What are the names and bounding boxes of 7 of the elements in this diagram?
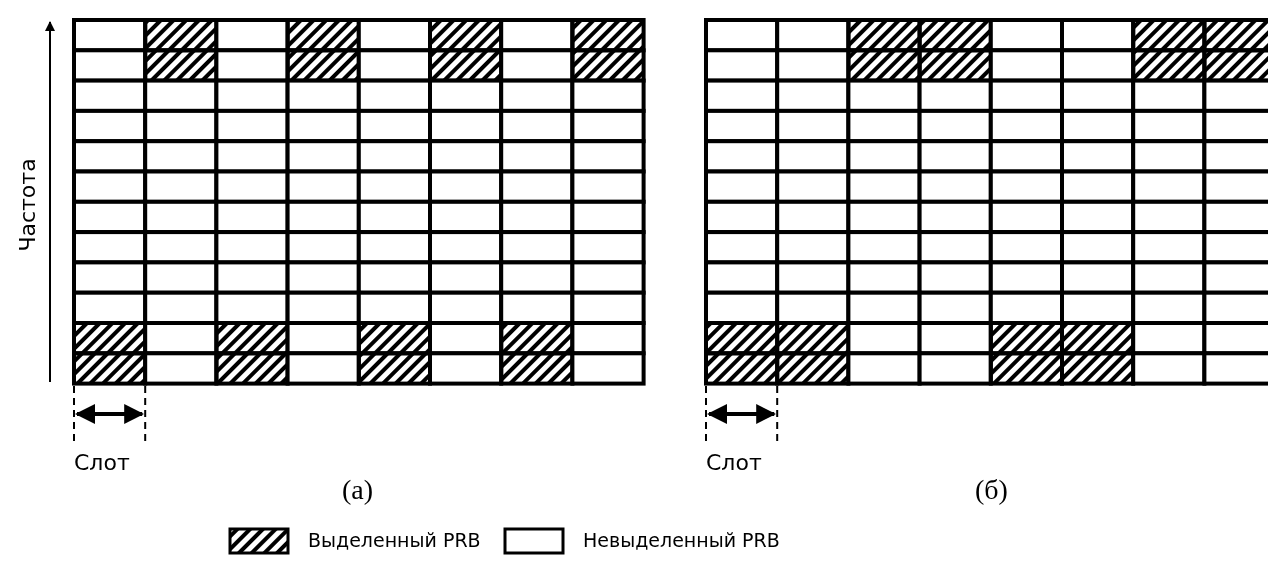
panel-label: (б) (975, 476, 1008, 504)
legend-text: Выделенный PRB (308, 531, 481, 550)
dimension-label: Слот (706, 452, 762, 474)
axis-label: Частота (17, 158, 39, 252)
legend-text: Невыделенный PRB (583, 531, 780, 550)
dimension-label: Слот (74, 452, 130, 474)
panel-label: (а) (342, 476, 374, 504)
